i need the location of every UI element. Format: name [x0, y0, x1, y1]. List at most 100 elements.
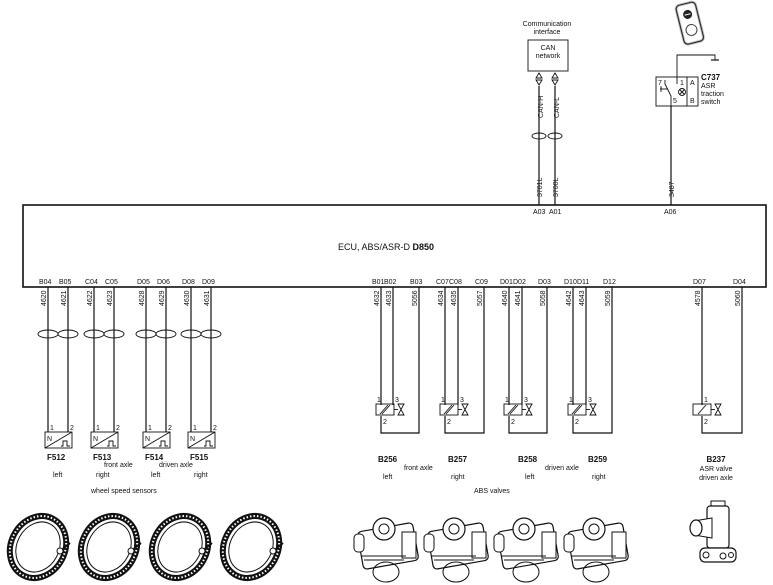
wire-number: 4634: [438, 290, 445, 306]
wire-number: 4641: [515, 290, 522, 306]
sensor-box: [142, 431, 171, 449]
wire-number: 4632: [374, 290, 381, 306]
valve-diaphragm: [442, 517, 466, 541]
pulse-icon: [61, 440, 70, 447]
sensor-ring-inner: [157, 521, 203, 573]
wire-number: 4620: [41, 290, 48, 306]
pin-label: A01: [549, 209, 562, 216]
wheel-speed-sensor-image: [6, 513, 71, 581]
wire: [701, 287, 743, 434]
sensor-pin: 1: [193, 425, 197, 432]
switch-pin: 1: [680, 80, 684, 87]
switch-pin: A: [690, 80, 695, 87]
solenoid-diagonal: [381, 404, 391, 415]
sensor-probe-head: [198, 547, 206, 555]
pulse-icon: [107, 440, 116, 447]
pin-label: D08: [182, 279, 195, 286]
pin-label: C08: [449, 279, 462, 286]
wire-number: 4623: [107, 290, 114, 306]
can-h-wire: [535, 72, 543, 205]
wire: [572, 287, 613, 434]
asr-valve-code: B237: [706, 455, 726, 464]
valve-pin: 1: [441, 397, 445, 404]
valve-right-label: right: [451, 474, 465, 481]
valve-fins: [572, 555, 616, 561]
valve-pin: 3: [460, 397, 464, 404]
sensor-diagonal: [187, 431, 216, 449]
valve-left-label: left: [525, 474, 534, 481]
sensor-ring-inner: [86, 521, 132, 573]
twist-marker: [57, 329, 79, 339]
sensor-driven-axle-label: driven axle: [159, 462, 193, 469]
wheel-speed-sensor-image: [77, 513, 142, 581]
pin-label: C07: [436, 279, 449, 286]
solenoid-box: [503, 403, 523, 416]
pin-label: D03: [538, 279, 551, 286]
solenoid-diagonal: [507, 404, 517, 415]
valve-pin: 3: [524, 397, 528, 404]
valve-pin: 1: [505, 397, 509, 404]
abs-valve-image: [493, 517, 559, 583]
sensor-code: F514: [145, 453, 164, 462]
valve-front-axle-label: front axle: [404, 465, 433, 472]
pin-label: D01: [500, 279, 513, 286]
wire-number: 3487: [669, 181, 676, 197]
lamp-icon: [678, 88, 686, 96]
sensor-diagonal: [142, 431, 171, 449]
abs-valve-image: [353, 517, 419, 583]
sensor-diagonal: [90, 431, 119, 449]
sensor-probe-head: [269, 547, 277, 555]
wire-number: 4630: [184, 290, 191, 306]
solenoid-diagonal: [697, 404, 707, 415]
valve-icon: [461, 403, 469, 416]
valve-diaphragm-center: [588, 523, 600, 535]
sensor-code: F515: [190, 453, 209, 462]
pin-label: B01: [372, 279, 385, 286]
wire-number: 3700L: [553, 177, 560, 197]
valve-icon: [589, 403, 597, 416]
switch-code: C737: [701, 73, 721, 82]
pin-label: B03: [410, 279, 423, 286]
sensor-pin: 1: [50, 425, 54, 432]
valve-pin: 2: [447, 419, 451, 426]
sensor-code: F513: [93, 453, 112, 462]
solenoid-diagonal: [445, 404, 455, 415]
abs-valve-image: [563, 517, 629, 583]
abs-valves-label: ABS valves: [474, 488, 510, 495]
asr-connector-face: [689, 519, 703, 537]
asr-port: [728, 552, 734, 558]
valve-code: B256: [378, 455, 398, 464]
pin-label: B04: [39, 279, 52, 286]
wheel-speed-sensors-label: wheel speed sensors: [90, 488, 157, 495]
twist-marker: [155, 329, 177, 339]
sensor-pin: 1: [148, 425, 152, 432]
valve-diaphragm-center: [518, 523, 530, 535]
pin-label: A06: [664, 209, 677, 216]
valve-pin: 2: [511, 419, 515, 426]
sensor-pin: 2: [213, 425, 217, 432]
valve-pin: 1: [569, 397, 573, 404]
wire-number: 4635: [451, 290, 458, 306]
valve-driven-axle-label: driven axle: [545, 465, 579, 472]
can-box-label-1: CAN: [541, 45, 556, 52]
switch-label-1: ASR: [701, 83, 715, 90]
solenoid-diagonal: [443, 404, 453, 415]
valve-pin: 3: [395, 397, 399, 404]
pin-label: C05: [105, 279, 118, 286]
sensor-box: [44, 431, 73, 449]
valve-pin: 1: [704, 397, 708, 404]
sensor-box: [90, 431, 119, 449]
wire-number: 5060: [735, 290, 742, 306]
solenoid-box: [375, 403, 395, 416]
valve-icon: [525, 403, 533, 416]
valve-port: [611, 531, 627, 559]
sensor-ring-inner: [15, 521, 61, 573]
valve-diaphragm-center: [378, 523, 390, 535]
valve-port: [471, 531, 487, 559]
pin-label: D02: [513, 279, 526, 286]
pin-label: C04: [85, 279, 98, 286]
valve-pin: 3: [588, 397, 592, 404]
switch-label-2: traction: [701, 91, 724, 98]
valve-pin: 2: [704, 419, 708, 426]
